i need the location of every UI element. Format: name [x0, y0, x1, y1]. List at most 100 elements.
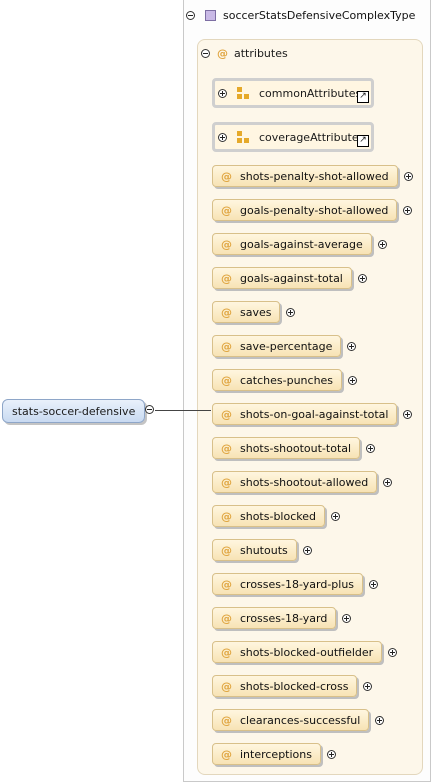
- link-arrow-icon[interactable]: ↗: [357, 91, 369, 103]
- attribute-icon: @: [221, 611, 232, 625]
- attribute-group-icon: [237, 87, 249, 99]
- attribute-box[interactable]: @shots-blocked: [212, 505, 325, 527]
- expand-icon[interactable]: [363, 681, 373, 691]
- attribute-icon: @: [221, 271, 232, 285]
- attribute-node[interactable]: @ crosses-18-yard: [212, 607, 352, 629]
- attribute-box[interactable]: @ shots-shootout-total: [212, 437, 361, 459]
- expand-icon[interactable]: [286, 307, 296, 317]
- attribute-label: crosses-18-yard: [240, 611, 328, 625]
- attribute-node[interactable]: @ shots-shootout-allowed: [212, 471, 393, 493]
- expand-icon[interactable]: [369, 579, 379, 589]
- attribute-label: catches-punches: [240, 373, 334, 387]
- expand-icon[interactable]: [342, 613, 352, 623]
- attribute-box[interactable]: @ save-percentage: [212, 335, 342, 357]
- collapse-icon[interactable]: [145, 405, 154, 414]
- expand-icon[interactable]: [375, 715, 385, 725]
- attribute-label: clearances-successful: [240, 713, 361, 727]
- attribute-node[interactable]: @shots-blocked-outfielder: [212, 641, 398, 663]
- attribute-icon: @: [221, 713, 232, 727]
- attribute-group-ref[interactable]: commonAttributes ↗: [212, 78, 374, 108]
- attribute-icon: @: [221, 203, 232, 217]
- expand-icon[interactable]: [327, 749, 336, 759]
- attribute-icon: @: [221, 543, 232, 557]
- expand-icon[interactable]: [357, 273, 367, 283]
- expand-icon[interactable]: [403, 205, 413, 215]
- attribute-node[interactable]: @shots-blocked: [212, 505, 340, 527]
- attribute-box[interactable]: @shots-blocked-outfielder: [212, 641, 383, 663]
- attribute-icon: @: [221, 441, 232, 455]
- link-arrow-icon[interactable]: ↗: [357, 135, 369, 147]
- attribute-icon: @: [221, 373, 232, 387]
- attribute-box[interactable]: @shots-blocked-cross: [212, 675, 358, 697]
- expand-icon[interactable]: [403, 171, 413, 181]
- attribute-icon: @: [221, 509, 232, 523]
- attribute-box[interactable]: @shots-penalty-shot-allowed: [212, 165, 398, 187]
- expand-icon[interactable]: [331, 511, 340, 521]
- expand-icon[interactable]: [218, 132, 227, 142]
- attribute-label: goals-against-average: [240, 237, 363, 251]
- attribute-node[interactable]: @ catches-punches: [212, 369, 358, 391]
- complex-type-icon: [205, 9, 216, 21]
- attribute-icon: @: [221, 475, 232, 489]
- attribute-box[interactable]: @ goals-against-average: [212, 233, 372, 255]
- attribute-icon: @: [221, 305, 232, 319]
- attribute-node[interactable]: @ interceptions: [212, 743, 336, 765]
- attribute-box[interactable]: @ interceptions: [212, 743, 321, 765]
- attributes-group-label: attributes: [234, 46, 288, 60]
- attribute-label: saves: [240, 305, 272, 319]
- attribute-group-ref-label: commonAttributes: [259, 86, 362, 100]
- attribute-box[interactable]: @shots-on-goal-against-total: [212, 403, 398, 425]
- collapse-icon[interactable]: [201, 48, 210, 58]
- attribute-icon: @: [221, 237, 232, 251]
- attribute-label: crosses-18-yard-plus: [240, 577, 355, 591]
- attribute-box[interactable]: @ saves: [212, 301, 281, 323]
- attribute-node[interactable]: @ goals-against-total: [212, 267, 367, 289]
- attribute-label: goals-penalty-shot-allowed: [240, 203, 389, 217]
- attribute-label: goals-against-total: [240, 271, 343, 285]
- expand-icon[interactable]: [377, 239, 387, 249]
- attribute-box[interactable]: @ goals-penalty-shot-allowed: [212, 199, 398, 221]
- attribute-icon: @: [221, 747, 232, 761]
- attribute-icon: @: [221, 339, 232, 353]
- attribute-node[interactable]: @shots-penalty-shot-allowed: [212, 165, 413, 187]
- root-element[interactable]: stats-soccer-defensive: [2, 399, 146, 423]
- attribute-node[interactable]: @ clearances-successful: [212, 709, 385, 731]
- attribute-group-ref[interactable]: coverageAttributes ↗: [212, 122, 374, 152]
- complex-type-name: soccerStatsDefensiveComplexType: [223, 8, 416, 22]
- expand-icon[interactable]: [388, 647, 398, 657]
- element-name: stats-soccer-defensive: [12, 404, 136, 418]
- attribute-node[interactable]: @ saves: [212, 301, 296, 323]
- attribute-label: save-percentage: [240, 339, 333, 353]
- expand-icon[interactable]: [383, 477, 393, 487]
- attribute-label: shots-shootout-total: [240, 441, 352, 455]
- attribute-box[interactable]: @ shots-shootout-allowed: [212, 471, 378, 493]
- expand-icon[interactable]: [403, 409, 413, 419]
- attribute-icon: @: [221, 577, 232, 591]
- expand-icon[interactable]: [348, 375, 358, 385]
- attribute-icon: @: [221, 407, 232, 421]
- attribute-node[interactable]: @ save-percentage: [212, 335, 357, 357]
- attribute-label: interceptions: [240, 747, 312, 761]
- expand-icon[interactable]: [347, 341, 357, 351]
- attribute-box[interactable]: @ catches-punches: [212, 369, 343, 391]
- attribute-box[interactable]: @ crosses-18-yard: [212, 607, 337, 629]
- attribute-box[interactable]: @ clearances-successful: [212, 709, 370, 731]
- attribute-box[interactable]: @shutouts: [212, 539, 297, 561]
- attribute-icon: @: [221, 679, 232, 693]
- expand-icon[interactable]: [366, 443, 376, 453]
- expand-icon[interactable]: [302, 545, 312, 555]
- attribute-icon: @: [221, 645, 232, 659]
- expand-icon[interactable]: [218, 88, 227, 98]
- attributes-group-header: @ attributes: [201, 45, 288, 61]
- attribute-node[interactable]: @shots-blocked-cross: [212, 675, 373, 697]
- attribute-node[interactable]: @ goals-penalty-shot-allowed: [212, 199, 413, 221]
- attribute-node[interactable]: @ shots-shootout-total: [212, 437, 376, 459]
- attribute-node[interactable]: @shutouts: [212, 539, 312, 561]
- collapse-icon[interactable]: [186, 10, 195, 20]
- attribute-box[interactable]: @ goals-against-total: [212, 267, 352, 289]
- attribute-node[interactable]: @ crosses-18-yard-plus: [212, 573, 379, 595]
- attribute-box[interactable]: @ crosses-18-yard-plus: [212, 573, 364, 595]
- attribute-node[interactable]: @shots-on-goal-against-total: [212, 403, 413, 425]
- attribute-node[interactable]: @ goals-against-average: [212, 233, 387, 255]
- attribute-label: shots-shootout-allowed: [240, 475, 369, 489]
